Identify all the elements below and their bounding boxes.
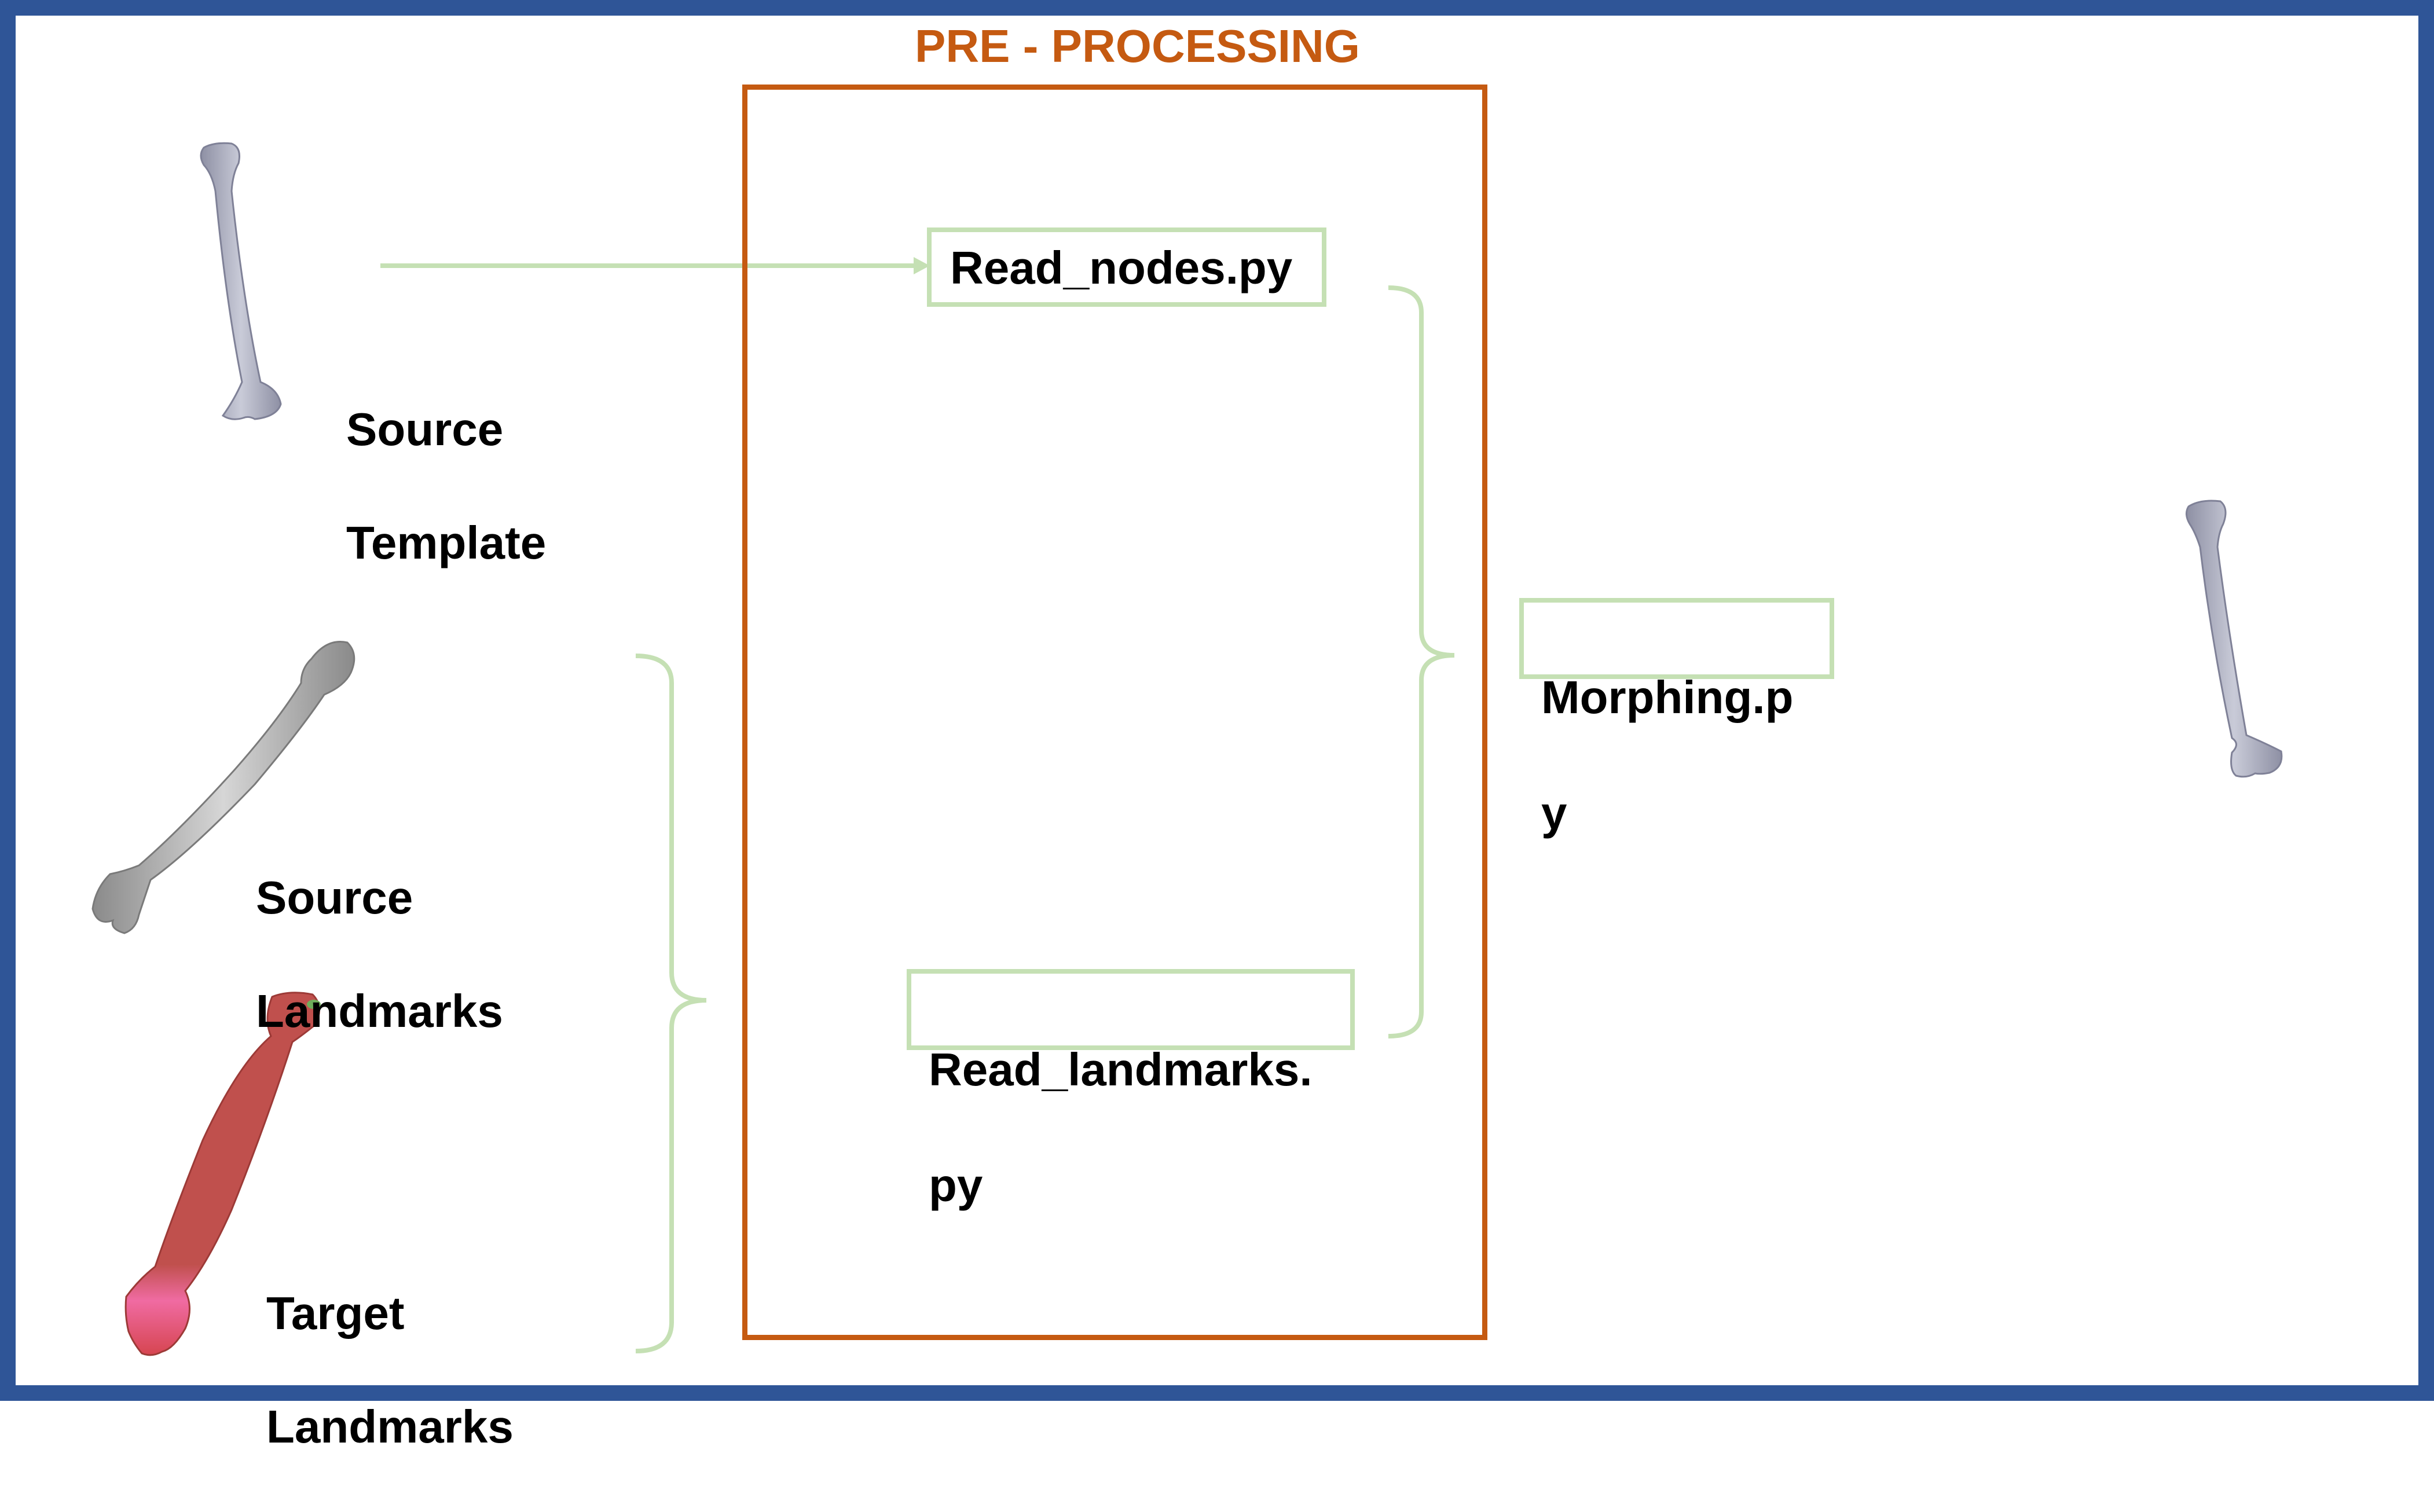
template-to-read-nodes-arrow [380,257,930,274]
source-landmarks-label-line1: Source [256,872,413,923]
bone-source-template-icon [200,142,282,420]
scripts-brace [1388,285,1455,1038]
landmarks-brace [635,654,707,1353]
source-landmarks-label-line2: Landmarks [256,985,503,1037]
read-landmarks-node [907,969,1355,1050]
read-landmarks-label: Read_landmarks. py [929,983,1313,1272]
read-nodes-label: Read_nodes.py [950,242,1293,293]
target-landmarks-label-line2: Landmarks [266,1401,514,1452]
bone-source-landmarks-icon [91,641,355,934]
morphing-label-line1: Morphing.p [1541,671,1794,723]
preprocessing-box [742,85,1487,1340]
morphing-label-line2: y [1541,787,1567,839]
connectors-and-bones [91,142,2283,1356]
source-template-label-line1: Source [346,403,504,455]
source-template-label-line2: Template [346,517,547,568]
target-landmarks-label-line1: Target [266,1287,405,1339]
target-landmarks-label: Target Landmarks [266,1228,514,1512]
bone-morphed-output-icon [2186,500,2283,778]
read-landmarks-label-line2: py [929,1159,983,1211]
morphing-label: Morphing.p y [1541,611,1793,900]
source-landmarks-label: Source Landmarks [256,813,503,1096]
bone-target-landmarks-icon [124,992,321,1356]
read-landmarks-label-line1: Read_landmarks. [929,1044,1313,1095]
morphing-node [1519,598,1834,679]
read-nodes-node: Read_nodes.py [927,227,1326,307]
source-template-label: Source Template [346,344,546,628]
preprocessing-title: PRE - PROCESSING [915,20,1361,72]
diagram-canvas: PRE - PROCESSING Source Template Source … [91,20,2283,1452]
